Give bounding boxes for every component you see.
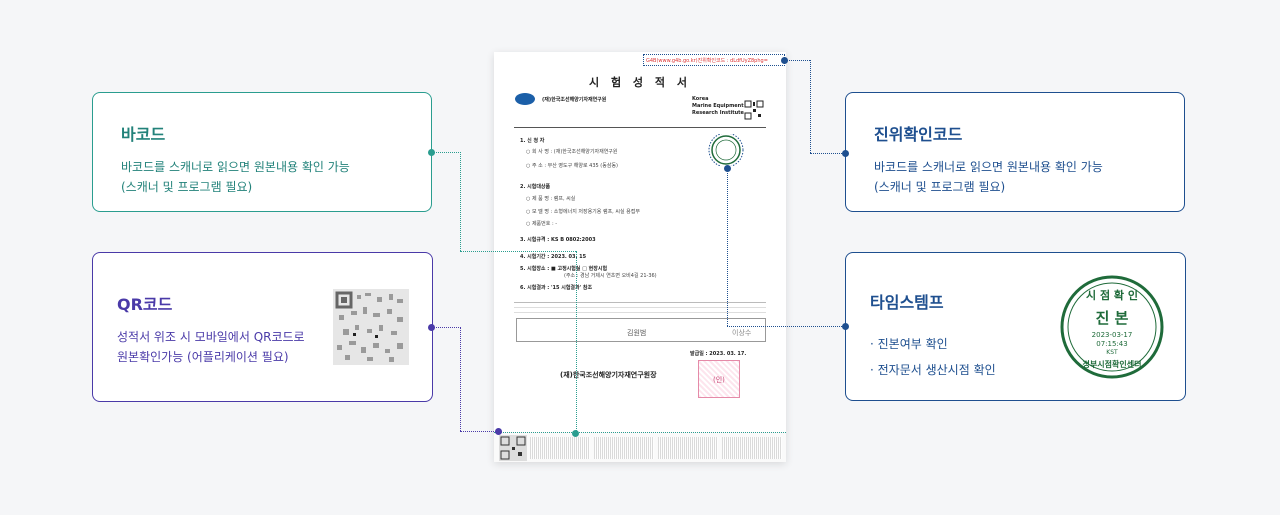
- sec-1: 1. 신 청 자: [520, 138, 545, 144]
- connector-dot: [428, 324, 435, 331]
- barcode-title: 바코드: [121, 125, 166, 144]
- auth-desc-1: 바코드를 스캐너로 읽으면 원본내용 확인 가능: [874, 160, 1103, 174]
- timestamp-card: 타임스템프 · 진본여부 확인 · 전자문서 생산시점 확인 시 점 확 인 진…: [845, 252, 1186, 401]
- qr-desc-2: 원본확인가능 (어플리케이션 필요): [117, 350, 289, 364]
- auth-code-card: 진위확인코드 바코드를 스캐너로 읽으면 원본내용 확인 가능 (스캐너 및 프…: [845, 92, 1185, 212]
- director-name: (재)한국조선해양기자재연구원장: [560, 371, 657, 379]
- connector-dot: [428, 149, 435, 156]
- sec-1-a: ○ 회 사 명 : (재)한국조선해양기자재연구원: [526, 149, 618, 155]
- bottom-qr-icon: [499, 435, 527, 461]
- connector-dot: [842, 150, 849, 157]
- doc-qr-icon: [744, 100, 764, 120]
- barcode-card: 바코드 바코드를 스캐너로 읽으면 원본내용 확인 가능 (스캐너 및 프로그램…: [92, 92, 432, 212]
- connector-dot: [724, 165, 731, 172]
- document-title: 시 험 성 적 서: [589, 76, 691, 89]
- qr-code-icon: [333, 289, 409, 365]
- stamp-tz-text: KST: [1106, 349, 1118, 356]
- barcode-connector: [460, 152, 461, 251]
- doc-stamp-icon: [708, 134, 744, 166]
- barcode-cell: [722, 437, 782, 459]
- auth-connector: [786, 60, 810, 61]
- stamp-connector: [727, 326, 846, 327]
- stamp-date-text: 2023-03-17: [1092, 331, 1133, 339]
- qr-card: QR코드 성적서 위조 시 모바일에서 QR코드로 원본확인가능 (어플리케이션…: [92, 252, 433, 402]
- qr-title: QR코드: [117, 295, 173, 314]
- signature-2: 이상수: [732, 329, 752, 337]
- auth-code-text: G4B(www.g4b.go.kr)진위확인코드 : dLdfUyZ8phg=: [646, 58, 768, 64]
- qr-connector: [460, 327, 461, 431]
- qr-desc-1: 성적서 위조 시 모바일에서 QR코드로: [117, 330, 305, 344]
- signature-table: 김원범 이상수: [516, 318, 766, 342]
- barcode-cell: [594, 437, 654, 459]
- connector-dot: [495, 428, 502, 435]
- sec-2: 2. 시험대상품: [520, 184, 551, 190]
- signature-1: 김원범: [627, 329, 647, 337]
- seal-text: (인): [713, 376, 725, 384]
- qr-connector: [431, 327, 461, 328]
- official-seal: (인): [698, 360, 740, 398]
- barcode-cell: [530, 437, 590, 459]
- org-logo-icon: [515, 93, 535, 105]
- org-en-1: Korea: [692, 96, 709, 102]
- org-name: (재)한국조선해양기자재연구원: [542, 97, 607, 103]
- connector-dot: [572, 430, 579, 437]
- sec-6: 6. 시험결과 : '15 시험결과' 참조: [520, 285, 593, 291]
- org-en-2: Marine Equipment: [692, 103, 744, 109]
- barcode-cell: [658, 437, 718, 459]
- barcode-connector: [431, 152, 461, 153]
- stamp-title: 타임스템프: [870, 293, 944, 312]
- barcode-connector: [460, 251, 576, 252]
- sec-2-a: ○ 제 품 명 : 램프, 씨실: [526, 196, 576, 202]
- auth-connector: [810, 153, 846, 154]
- certificate-document: G4B(www.g4b.go.kr)진위확인코드 : dLdfUyZ8phg= …: [494, 52, 786, 462]
- sec-2-c: ○ 제품번호 : -: [526, 221, 558, 227]
- sec-1-b: ○ 주 소 : 부산 영도구 해양로 435 (동삼동): [526, 163, 619, 169]
- auth-connector: [810, 60, 811, 153]
- auth-title: 진위확인코드: [874, 125, 963, 144]
- stamp-item-1: · 진본여부 확인: [870, 337, 948, 351]
- stamp-center-text: 진 본: [1096, 309, 1129, 327]
- barcode-strip: [494, 432, 786, 462]
- barcode-desc-1: 바코드를 스캐너로 읽으면 원본내용 확인 가능: [121, 160, 350, 174]
- sec-2-b: ○ 모 델 명 : 소형에너지 저장용기용 램프, 씨실 용접부: [526, 209, 640, 215]
- sec-5-b: (주소 : 경남 거제시 연초면 오비4길 21-36): [564, 273, 657, 279]
- qr-connector: [460, 431, 498, 432]
- auth-desc-2: (스캐너 및 프로그램 필요): [874, 180, 1006, 194]
- timestamp-seal-icon: 시 점 확 인 진 본 2023-03-17 07:15:43 KST 정부시점…: [1060, 275, 1164, 379]
- stamp-top-text: 시 점 확 인: [1086, 288, 1138, 302]
- stamp-bottom-text: 정부시점확인센터: [1083, 359, 1142, 369]
- org-en-3: Research Institute: [692, 110, 744, 116]
- stamp-time-text: 07:15:43: [1096, 340, 1127, 348]
- stamp-item-2: · 전자문서 생산시점 확인: [870, 363, 996, 377]
- stamp-connector: [727, 168, 728, 326]
- barcode-desc-2: (스캐너 및 프로그램 필요): [121, 180, 253, 194]
- barcode-connector: [576, 251, 577, 433]
- sec-3: 3. 시험규격 : KS B 0802:2003: [520, 237, 596, 243]
- connector-dot: [842, 323, 849, 330]
- connector-dot: [781, 57, 788, 64]
- sec-5: 5. 시험장소 : ■ 고정시험실 □ 현장시험: [520, 266, 608, 272]
- issue-date: 발급일 : 2023. 03. 17.: [690, 351, 747, 357]
- sec-4: 4. 시험기간 : 2023. 03. 15: [520, 254, 587, 260]
